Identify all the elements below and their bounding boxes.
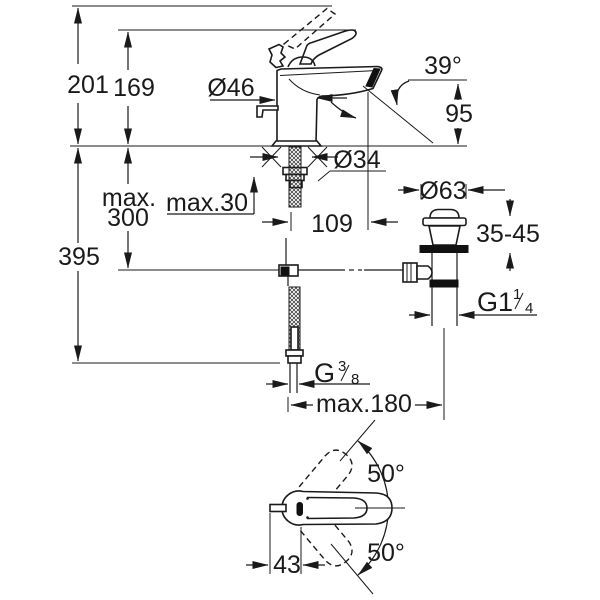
dim-d46-label: Ø46 [207, 74, 254, 102]
waste-tailpiece [431, 287, 458, 326]
front-view-faucet [70, 5, 467, 393]
handle-front-face [267, 43, 287, 69]
handle-lever-open-dashed [282, 7, 337, 50]
base-flare [270, 140, 323, 147]
handle-screw-dot-top [306, 497, 309, 500]
svg-text:4: 4 [525, 300, 533, 317]
faucet-body-outline [276, 65, 383, 145]
waste-body-tube [431, 253, 458, 280]
dim-50deg-bottom-label: 50° [367, 539, 405, 567]
supply-hose [285, 286, 304, 393]
aerator [365, 67, 381, 88]
thread-g38-label: G 3 8 [314, 358, 359, 388]
handle-screw-dot-bottom [306, 516, 309, 519]
dim-395-label: 395 [58, 243, 100, 271]
swing-line-bottom [330, 543, 374, 595]
dim-max180-label: max.180 [316, 390, 412, 418]
waste-lower-ring [429, 279, 459, 288]
handle-lever-closed [298, 29, 357, 65]
waste-cone-neck [428, 225, 461, 246]
thread-g114-label: G1 1 4 [477, 286, 533, 317]
mounting-hardware [250, 146, 338, 231]
waste-rod-knob [402, 262, 433, 283]
waste-rubber-flange [419, 245, 469, 253]
dim-d34-label: Ø34 [333, 146, 380, 174]
dim-169-label: 169 [113, 74, 155, 102]
dim-109-label: 109 [311, 210, 353, 238]
dim-50deg-top-label: 50° [367, 460, 405, 488]
dim-max300-label-1: max. [102, 184, 156, 212]
svg-text:G1: G1 [477, 287, 513, 317]
spout-angle-annotation [330, 80, 434, 144]
plan-view-handle [269, 419, 405, 595]
svg-text:8: 8 [351, 371, 359, 388]
handle-indicator-mark [296, 502, 303, 516]
svg-text:G: G [314, 358, 335, 388]
pull-rod-knob [256, 105, 279, 118]
dim-max300-label-2: 300 [107, 204, 149, 232]
waste-top-plate [422, 217, 467, 227]
dimensions: 201 169 max. 300 395 max.30 Ø46 39° 95 Ø… [58, 7, 540, 579]
dim-39deg-label: 39° [424, 52, 462, 80]
threaded-shank [288, 146, 302, 208]
svg-text:1: 1 [513, 286, 521, 303]
dim-max30-label: max.30 [166, 189, 248, 217]
dim-201-label: 201 [67, 71, 109, 99]
handle-plan-outline [281, 490, 393, 526]
svg-text:3: 3 [338, 358, 346, 375]
spout-top-inner-line [279, 70, 378, 76]
pull-rod-assembly [278, 238, 403, 286]
dim-95-label: 95 [445, 100, 473, 128]
popup-waste-assembly [402, 208, 469, 420]
handle-dome-cap [287, 56, 316, 68]
dim-3545-label: 35-45 [476, 220, 540, 248]
handle-pin-tab [269, 503, 287, 513]
dim-d63-label: Ø63 [419, 177, 466, 205]
dim-43-label: 43 [273, 551, 301, 579]
waste-dome-cap [429, 208, 460, 219]
swing-line-top [339, 419, 376, 462]
